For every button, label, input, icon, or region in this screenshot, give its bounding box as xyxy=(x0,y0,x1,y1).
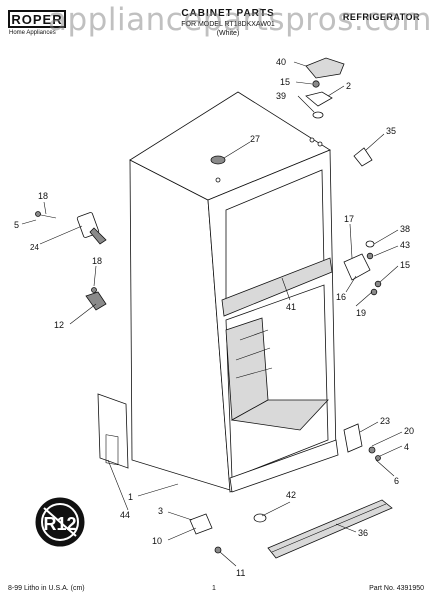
side-grille-panel xyxy=(97,393,129,469)
callout-number: 41 xyxy=(286,302,296,312)
washer-part xyxy=(312,111,324,119)
callout-number: 36 xyxy=(358,528,368,538)
callout-number: 42 xyxy=(286,490,296,500)
callout-number: 11 xyxy=(236,568,245,578)
callout-number: 38 xyxy=(400,224,410,234)
callout-number: 39 xyxy=(276,91,286,101)
callout-number: 19 xyxy=(356,308,366,318)
section-label: REFRIGERATOR xyxy=(342,12,420,22)
watermark: appliancepartspros.com xyxy=(48,2,432,38)
callout-number: 18 xyxy=(38,191,48,201)
leveling-bracket-part xyxy=(189,513,213,535)
callout-number: 10 xyxy=(152,536,162,546)
callout-number: 15 xyxy=(280,77,290,87)
callout-number: 4 xyxy=(404,442,409,452)
callout-numbers: 40 15 2 39 35 27 18 5 24 17 38 43 15 16 … xyxy=(14,57,414,578)
bottom-hinge-part xyxy=(343,423,363,453)
brand-logo: ROPER xyxy=(8,10,66,28)
cabinet-bottom-rail xyxy=(229,439,339,493)
callout-number: 44 xyxy=(120,510,130,520)
part-number: Part No. 4391950 xyxy=(369,585,424,592)
liner-floor xyxy=(230,399,329,431)
callout-number: 6 xyxy=(394,476,399,486)
top-hinge-part xyxy=(305,91,333,107)
grommet-part xyxy=(253,513,267,523)
toe-grille-part xyxy=(267,499,393,559)
plug-button-part xyxy=(210,155,226,165)
middle-left-bracket-part xyxy=(85,291,107,311)
callout-number: 12 xyxy=(54,320,64,330)
callout-number: 40 xyxy=(276,57,286,67)
r12-refrigerant-badge: R12 xyxy=(35,497,85,547)
center-hinge-part xyxy=(343,253,371,281)
callout-number: 43 xyxy=(400,240,410,250)
callout-number: 17 xyxy=(344,214,354,224)
color-variant: (White) xyxy=(216,30,240,37)
upper-left-clip-part xyxy=(89,227,107,245)
callout-number: 35 xyxy=(386,126,396,136)
mullion-bar xyxy=(221,257,333,317)
callout-number: 3 xyxy=(158,506,163,516)
callout-number: 15 xyxy=(400,260,410,270)
cabinet-body xyxy=(129,91,339,493)
page-number: 1 xyxy=(212,585,216,592)
callout-number: 23 xyxy=(380,416,390,426)
door-stop-part xyxy=(353,147,373,167)
callout-number: 5 xyxy=(14,220,19,230)
model-number: FOR MODEL RT18DKXAW01 xyxy=(181,21,275,28)
hinge-cover-part xyxy=(305,57,345,79)
callout-number: 1 xyxy=(128,492,133,502)
leader-lines xyxy=(21,61,403,567)
callout-number: 27 xyxy=(250,134,260,144)
callout-number: 2 xyxy=(346,81,351,91)
brand-tagline: Home Appliances xyxy=(9,30,56,36)
diagram-title: CABINET PARTS xyxy=(181,8,275,19)
callout-number: 18 xyxy=(92,256,102,266)
callout-number: 16 xyxy=(336,292,346,302)
callout-number: 20 xyxy=(404,426,414,436)
callout-number: 24 xyxy=(30,243,39,252)
screw-part xyxy=(312,80,320,88)
litho-note: 8-99 Litho in U.S.A. (cm) xyxy=(8,585,85,592)
brand-name: ROPER xyxy=(11,11,63,27)
